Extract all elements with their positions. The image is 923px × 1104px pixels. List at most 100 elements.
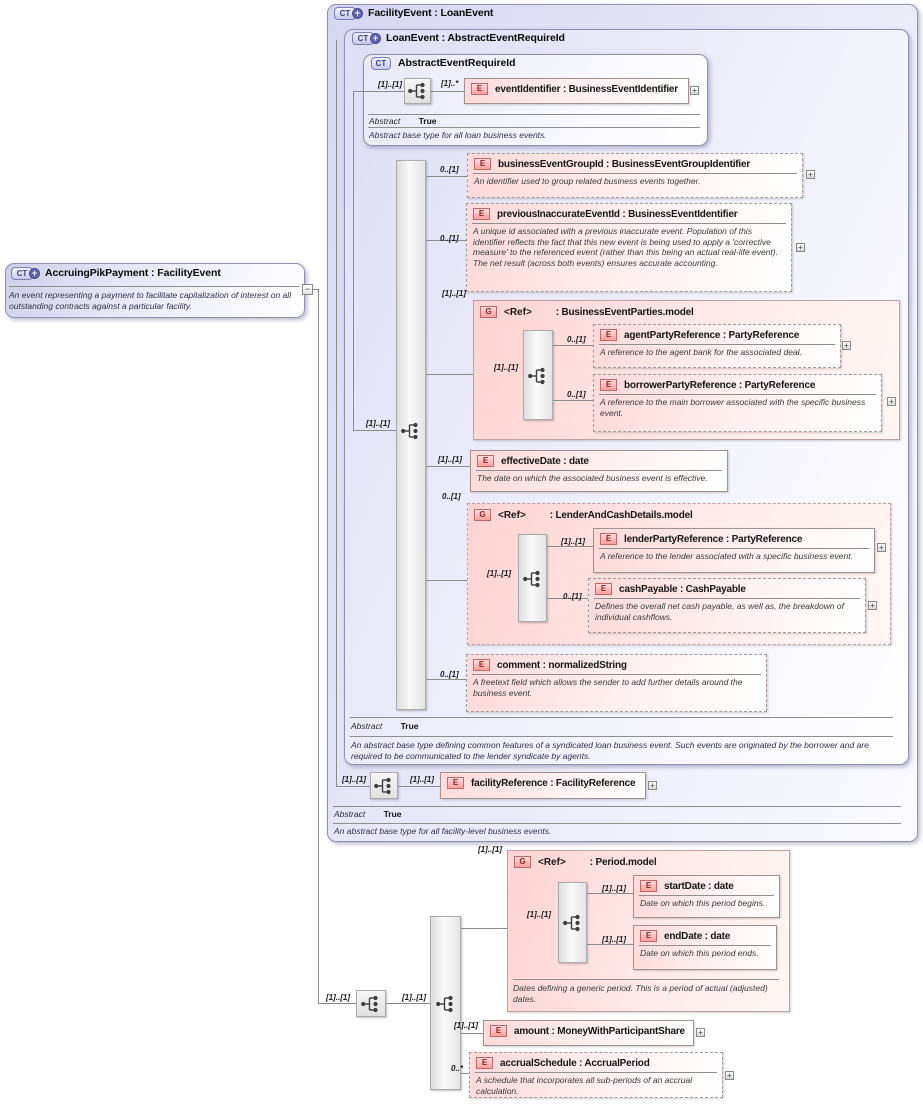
- expand-icon[interactable]: +: [877, 543, 886, 552]
- divider: [472, 674, 761, 675]
- element-description: A reference to the agent bank for the as…: [600, 347, 802, 357]
- cardinality-label: 0..[1]: [567, 335, 586, 344]
- abstract-label: Abstract: [369, 116, 401, 126]
- connector-line: [431, 91, 464, 92]
- extension-plus-icon: +: [29, 268, 40, 279]
- element-box-eventidentifier[interactable]: E eventIdentifier : BusinessEventIdentif…: [464, 78, 689, 104]
- sequence-icon: [563, 914, 580, 932]
- connector-line: [353, 430, 396, 431]
- divider: [513, 979, 779, 980]
- divider: [599, 548, 869, 549]
- cardinality-label: [1]..[1]: [487, 569, 511, 578]
- cardinality-label: 0..[1]: [563, 592, 582, 601]
- element-box-startdate[interactable]: E startDate : date Date on which this pe…: [633, 875, 780, 918]
- sequence-compositor-bar[interactable]: [558, 882, 587, 963]
- expand-icon[interactable]: +: [806, 170, 815, 179]
- type-box-accruingpikpayment[interactable]: [5, 263, 305, 318]
- element-title: amount : MoneyWithParticipantShare: [514, 1025, 685, 1037]
- connector-line: [398, 786, 440, 787]
- cardinality-label: 0..[1]: [440, 670, 459, 679]
- divider: [9, 286, 299, 287]
- expand-icon[interactable]: +: [868, 601, 877, 610]
- connector-line: [426, 466, 470, 467]
- group-title: : Period.model: [589, 856, 657, 868]
- sequence-compositor-bar[interactable]: [430, 916, 461, 1090]
- divider: [333, 806, 901, 807]
- sequence-icon: [401, 422, 418, 440]
- element-box-accrualschedule[interactable]: E accrualSchedule : AccrualPeriod A sche…: [469, 1052, 723, 1098]
- abstract-row: Abstract True: [369, 116, 437, 126]
- element-description: Date on which this period begins.: [640, 898, 766, 908]
- cardinality-label: [1]..[1]: [494, 363, 518, 372]
- element-title: endDate : date: [664, 930, 731, 942]
- extension-plus-icon: +: [352, 8, 363, 19]
- element-description: Date on which this period ends.: [640, 948, 759, 958]
- element-box-borrowerpartyreference[interactable]: E borrowerPartyReference : PartyReferenc…: [593, 374, 882, 432]
- cardinality-label: [1]..[1]: [454, 1021, 478, 1030]
- element-box-comment[interactable]: E comment : normalizedString A freetext …: [466, 654, 767, 712]
- group-badge: G: [480, 306, 497, 318]
- sequence-compositor[interactable]: [370, 772, 398, 799]
- abstract-label: Abstract: [351, 721, 383, 731]
- element-box-previousinaccurateeventid[interactable]: E previousInaccurateEventId : BusinessEv…: [466, 203, 792, 292]
- element-description: The date on which the associated busines…: [477, 473, 708, 483]
- ct-badge: CT: [352, 32, 374, 45]
- divider: [475, 1072, 717, 1073]
- sequence-compositor-bar[interactable]: [396, 160, 426, 710]
- element-badge: E: [600, 379, 617, 391]
- element-title: startDate : date: [664, 880, 734, 892]
- cardinality-label: [1]..[1]: [602, 884, 626, 893]
- expand-icon[interactable]: +: [887, 397, 896, 406]
- sequence-compositor[interactable]: [404, 78, 431, 104]
- cardinality-label: [1]..[1]: [561, 537, 585, 546]
- element-badge: E: [640, 930, 657, 942]
- cardinality-label: [1]..[1]: [366, 419, 390, 428]
- group-badge: G: [474, 509, 491, 521]
- sequence-compositor-bar[interactable]: [523, 330, 553, 420]
- expand-icon[interactable]: +: [648, 781, 657, 790]
- expand-icon[interactable]: +: [796, 243, 805, 252]
- cardinality-label: [1]..[1]: [410, 775, 434, 784]
- element-box-enddate[interactable]: E endDate : date Date on which this peri…: [633, 925, 777, 970]
- type-header: LoanEvent : AbstractEventRequireId: [386, 32, 565, 44]
- element-title: comment : normalizedString: [497, 659, 627, 671]
- abstract-value: True: [383, 809, 402, 819]
- divider: [599, 344, 835, 345]
- element-box-facilityreference[interactable]: E facilityReference : FacilityReference: [440, 772, 646, 799]
- connector-line: [313, 289, 319, 290]
- collapse-icon[interactable]: −: [302, 284, 313, 295]
- connector-line: [461, 1033, 483, 1034]
- cardinality-label: [1]..[1]: [326, 993, 350, 1002]
- divider: [368, 127, 700, 128]
- abstract-label: Abstract: [334, 809, 366, 819]
- cardinality-label: [1]..[1]: [438, 455, 462, 464]
- connector-line: [553, 345, 593, 346]
- element-badge: E: [600, 329, 617, 341]
- element-box-agentpartyreference[interactable]: E agentPartyReference : PartyReference A…: [593, 324, 841, 368]
- connector-line: [547, 546, 593, 547]
- expand-icon[interactable]: +: [842, 341, 851, 350]
- element-box-effectivedate[interactable]: E effectiveDate : date The date on which…: [470, 450, 728, 492]
- connector-line: [336, 786, 370, 787]
- expand-icon[interactable]: +: [696, 1028, 705, 1037]
- element-box-businesseventgroupid[interactable]: E businessEventGroupId : BusinessEventGr…: [467, 153, 803, 198]
- type-description: An abstract base type defining common fe…: [351, 740, 869, 761]
- divider: [476, 470, 722, 471]
- connector-line: [426, 240, 466, 241]
- sequence-icon: [374, 777, 391, 794]
- group-ref-label: <Ref>: [538, 856, 566, 868]
- element-description: A schedule that incorporates all sub-per…: [476, 1075, 693, 1096]
- group-ref-label: <Ref>: [504, 306, 532, 318]
- expand-icon[interactable]: +: [725, 1071, 734, 1080]
- element-box-cashpayable[interactable]: E cashPayable : CashPayable Defines the …: [588, 578, 866, 633]
- element-box-lenderpartyreference[interactable]: E lenderPartyReference : PartyReference …: [593, 528, 875, 573]
- sequence-icon: [436, 995, 453, 1013]
- sequence-compositor[interactable]: [356, 990, 386, 1017]
- sequence-compositor-bar[interactable]: [518, 534, 547, 622]
- expand-icon[interactable]: +: [690, 86, 699, 95]
- group-title: : BusinessEventParties.model: [555, 306, 694, 318]
- element-box-amount[interactable]: E amount : MoneyWithParticipantShare: [483, 1020, 694, 1046]
- connector-line: [386, 1003, 430, 1004]
- element-badge: E: [640, 880, 657, 892]
